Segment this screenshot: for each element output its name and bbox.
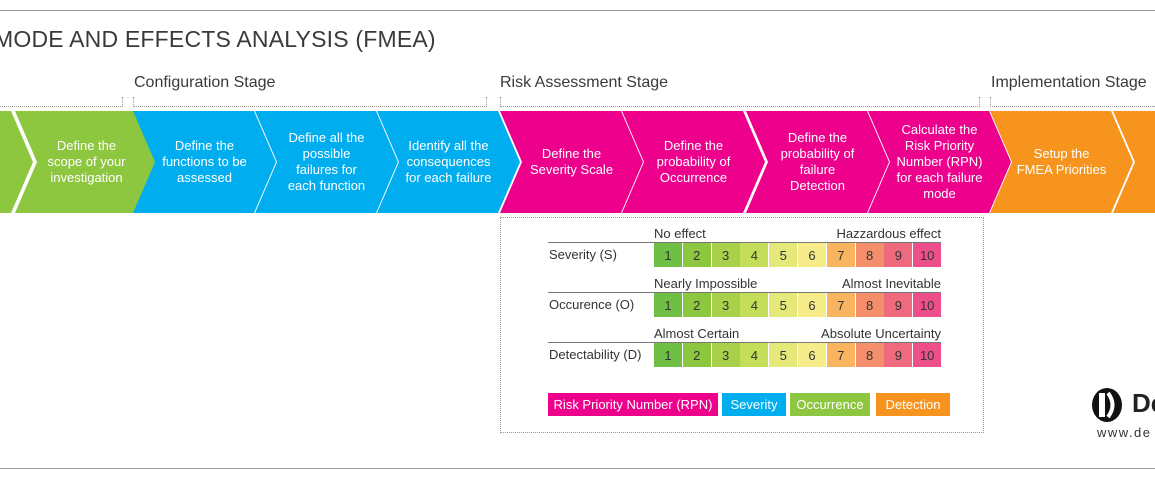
legend-detection: Detection	[876, 393, 950, 416]
step-chevron	[133, 111, 276, 213]
scale-cell: 2	[682, 293, 711, 317]
step-chevron	[0, 111, 33, 213]
page-title: MODE AND EFFECTS ANALYSIS (FMEA)	[0, 26, 436, 52]
scale-cell: 7	[826, 293, 855, 317]
step-label: rs	[0, 110, 11, 213]
step-chevron	[377, 111, 520, 213]
legend-severity: Severity	[722, 393, 786, 416]
scale-cell: 8	[855, 293, 884, 317]
step-label: D A	[1135, 110, 1155, 213]
legend-occurrence: Occurrence	[790, 393, 870, 416]
step-chevron	[868, 111, 1011, 213]
step-chevron	[1113, 111, 1155, 213]
scale-cell: 1	[654, 243, 682, 267]
scale-high-label: Hazzardous effect	[836, 226, 941, 241]
scale-divider	[548, 292, 941, 293]
step-chevron	[15, 111, 158, 213]
top-rule	[0, 10, 1155, 11]
scale-cell: 1	[654, 293, 682, 317]
scale-cell: 2	[682, 243, 711, 267]
scale-cell: 8	[855, 343, 884, 367]
step-chevron	[500, 111, 643, 213]
bottom-rule	[0, 468, 1155, 469]
scale-low-label: No effect	[654, 226, 706, 241]
stage-risk-assessment: Risk Assessment Stage	[500, 74, 669, 91]
scale-cell: 7	[826, 243, 855, 267]
step-label: Calculate the Risk Priority Number (RPN)…	[896, 121, 983, 201]
step-chevron	[622, 111, 765, 213]
scale-high-label: Almost Inevitable	[842, 276, 941, 291]
scale-cell: 4	[740, 343, 769, 367]
scale-name: Severity (S)	[549, 247, 617, 262]
scale-cell: 5	[769, 293, 798, 317]
scale-divider	[548, 242, 941, 243]
stage-implementation: Implementation Stage	[991, 74, 1147, 91]
scale-cell: 5	[769, 343, 798, 367]
scale-cell: 10	[913, 343, 942, 367]
scale-low-label: Nearly Impossible	[654, 276, 758, 291]
logo-url: www.de	[1097, 425, 1152, 440]
step-label: Setup the FMEA Priorities	[1016, 145, 1107, 177]
scale-cell: 8	[855, 243, 884, 267]
scale-cell: 6	[798, 243, 826, 267]
step-label: Define the functions to be assessed	[162, 137, 247, 185]
step-chevron	[746, 111, 889, 213]
scale-name: Occurence (O)	[549, 297, 635, 312]
step-label: Identify all the consequences for each f…	[405, 137, 492, 185]
scale-cell: 9	[884, 293, 913, 317]
step-label: Define the probability of Occurrence	[656, 137, 731, 185]
scale-cell: 2	[682, 343, 711, 367]
scale-cell: 6	[798, 343, 826, 367]
step-chevron	[255, 111, 398, 213]
legend-rpn: Risk Priority Number (RPN)	[548, 393, 718, 416]
scale-cell: 10	[913, 243, 942, 267]
scale-cell: 3	[711, 343, 740, 367]
scale-cell: 1	[654, 343, 682, 367]
stage-configuration: Configuration Stage	[134, 74, 276, 91]
bracket-configuration	[133, 97, 487, 107]
logo-text: De	[1132, 388, 1155, 418]
scale-cell: 10	[913, 293, 942, 317]
step-chevron	[990, 111, 1133, 213]
step-label: Define all the possible failures for eac…	[287, 129, 366, 193]
scale-cell: 6	[798, 293, 826, 317]
scale-cell: 4	[740, 243, 769, 267]
scales-panel	[500, 217, 984, 433]
scale-cell: 3	[711, 293, 740, 317]
scale-cell: 3	[711, 243, 740, 267]
bracket-left	[0, 97, 123, 107]
scale-name: Detectability (D)	[549, 347, 642, 362]
scale-divider	[548, 342, 941, 343]
step-label: Define the scope of your investigation	[47, 137, 126, 185]
scale-cell: 9	[884, 243, 913, 267]
bracket-implementation	[990, 97, 1155, 107]
scale-high-label: Absolute Uncertainty	[821, 326, 941, 341]
scale-cell: 5	[769, 243, 798, 267]
scale-cell: 4	[740, 293, 769, 317]
company-logo-icon	[1092, 388, 1122, 422]
scale-low-label: Almost Certain	[654, 326, 740, 341]
bracket-risk	[500, 97, 980, 107]
scale-cell: 9	[884, 343, 913, 367]
scale-cell: 7	[826, 343, 855, 367]
step-label: Define the probability of failure Detect…	[780, 129, 855, 193]
step-label: Define the Severity Scale	[529, 145, 614, 177]
